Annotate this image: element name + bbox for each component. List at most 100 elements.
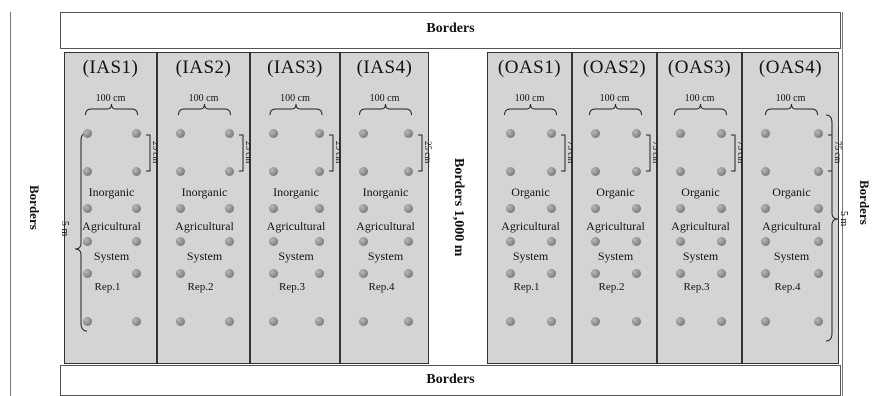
plant-dot [632,167,641,176]
spacing-bracket [239,134,244,172]
plant-dot [315,167,324,176]
spacing-bracket [731,134,736,172]
plot-title: (IAS4) [356,57,413,78]
plant-dot [176,167,185,176]
agricultural-label: Agricultural [586,219,645,233]
plant-dot [814,317,823,326]
system-type-label: Inorganic [273,185,319,199]
length-brace [74,132,88,332]
spacing-bracket [329,134,334,172]
system-label: System [93,249,130,263]
frame-right-line [842,12,843,396]
plant-dot [315,204,324,213]
spacing-dimension-label: 75 cm [736,141,746,164]
plant-dot [315,129,324,138]
plant-dot [717,317,726,326]
bottom-border-band: Borders [60,365,841,396]
system-label: System [367,249,404,263]
plant-dot [269,204,278,213]
plot-title: (IAS2) [175,57,232,78]
agricultural-label: Agricultural [266,219,326,233]
agricultural-label: Agricultural [175,219,234,233]
spacing-bracket [828,134,833,172]
width-dimension-label: 100 cm [188,93,219,104]
length-dimension-label: 5 m [838,211,849,227]
top-border-label: Borders [426,21,475,36]
plant-dot [269,129,278,138]
agricultural-label: Agricultural [501,219,560,233]
dimension-braces [74,103,151,332]
plant-dot [315,317,324,326]
plant-dot [506,129,515,138]
width-brace [765,103,818,116]
plant-dot [404,237,413,246]
plant-dot [225,204,234,213]
plot-title: (IAS3) [267,57,323,78]
bottom-border-label: Borders [426,372,475,387]
plant-dot [591,129,600,138]
replicate-label: Rep.4 [368,281,395,293]
plant-dot [761,317,770,326]
plant-dot [132,129,141,138]
width-dimension-label: 100 cm [280,93,310,104]
plant-dot [225,317,234,326]
left-border-label: Borders [27,185,42,230]
spacing-bracket [646,134,651,172]
plant-dot [176,237,185,246]
plant-dot [359,237,368,246]
plant-dot [717,167,726,176]
replicate-label: Rep.3 [279,281,305,293]
plant-dot [676,317,685,326]
plant-dot [632,129,641,138]
plant-dot [83,129,92,138]
plant-dot [591,237,600,246]
plant-dot [632,237,641,246]
plant-dot [359,167,368,176]
plant-dot [225,269,234,278]
plant-dot [761,269,770,278]
width-brace [269,103,323,116]
agricultural-label: Agricultural [762,219,821,233]
plant-dot [506,167,515,176]
replicate-label: Rep.1 [94,281,121,293]
plant-dot [404,269,413,278]
plant-dot [404,167,413,176]
plant-dot [814,129,823,138]
plant-dot [717,237,726,246]
plot-title: (IAS1) [82,57,139,78]
system-type-label: Organic [772,185,811,199]
plant-dot [269,167,278,176]
plant-dot [547,204,556,213]
width-dimension-label: 100 cm [775,93,806,104]
plant-dot [717,204,726,213]
width-dimension-label: 100 cm [599,93,630,104]
dimension-braces [178,103,244,172]
plant-dot [404,204,413,213]
plant-dot [225,237,234,246]
plot-title: (OAS3) [667,57,732,78]
plant-dot [83,167,92,176]
agricultural-label: Agricultural [671,219,730,233]
plant-dot [547,129,556,138]
width-dimension-label: 100 cm [514,93,545,104]
plant-dot [717,269,726,278]
spacing-bracket [418,134,423,172]
replicate-label: Rep.2 [187,281,214,293]
plant-dot [83,237,92,246]
plot-title: (OAS4) [758,57,823,78]
system-type-label: Organic [681,185,720,199]
plot-title: (OAS2) [582,57,647,78]
plant-dot [132,269,141,278]
plant-dot [814,237,823,246]
width-dimension-label: 100 cm [684,93,715,104]
system-label: System [512,249,549,263]
plant-dot [315,237,324,246]
width-brace [589,103,642,116]
plant-dot [506,204,515,213]
